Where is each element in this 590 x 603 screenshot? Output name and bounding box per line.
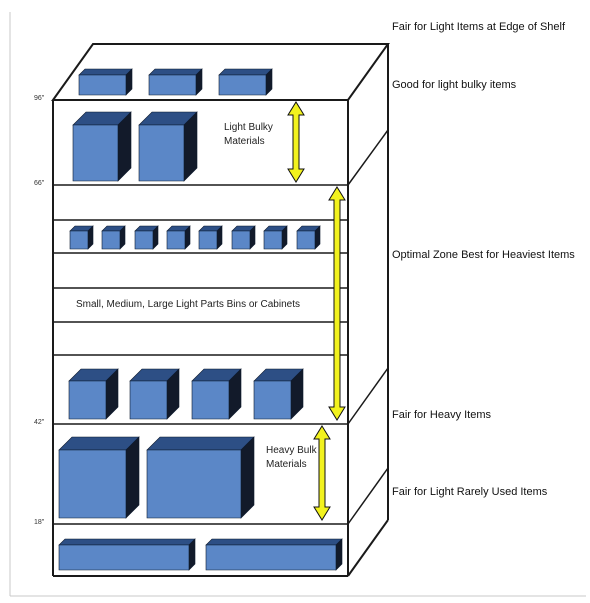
storage-box (296, 225, 321, 250)
box-front (166, 230, 186, 250)
heavy-bulk-line1: Heavy Bulk (266, 445, 317, 456)
box-top (146, 436, 255, 451)
zone-label-light-bulky: Good for light bulky items (392, 79, 517, 91)
storage-box (129, 368, 180, 420)
box-front (129, 380, 168, 420)
storage-box (58, 538, 196, 571)
shelf-board-18-side (347, 467, 389, 525)
shelf-bottom-side-edge (347, 519, 389, 577)
box-top (58, 538, 196, 546)
storage-box (253, 368, 304, 420)
storage-box (138, 111, 198, 182)
zone-label-edge-of-shelf: Fair for Light Items at Edge of Shelf (392, 21, 566, 33)
storage-box (166, 225, 191, 250)
shelf-board-66-side (347, 129, 389, 186)
storage-box (205, 538, 343, 571)
box-front (253, 380, 292, 420)
storage-box (198, 225, 223, 250)
box-top (58, 436, 140, 451)
double-arrow (328, 186, 346, 421)
box-front (148, 74, 197, 96)
light-bulky-materials-label: Light Bulky Materials (224, 121, 273, 149)
storage-box (69, 225, 94, 250)
box-top (148, 68, 203, 76)
box-front (198, 230, 218, 250)
zone-label-rarely-used: Fair for Light Rarely Used Items (392, 486, 548, 498)
zone-label-optimal: Optimal Zone Best for Heaviest Items (392, 249, 575, 261)
bins-cabinets-label: Small, Medium, Large Light Parts Bins or… (76, 299, 300, 310)
box-front (58, 544, 190, 571)
height-arrows (287, 101, 346, 521)
box-front (231, 230, 251, 250)
storage-box (263, 225, 288, 250)
box-front (101, 230, 121, 250)
box-front (218, 74, 267, 96)
arrow-shape (287, 101, 305, 183)
box-side (125, 436, 140, 519)
storage-box (68, 368, 119, 420)
shelf-boards (53, 129, 389, 525)
arrow-shape (313, 425, 331, 521)
box-front (205, 544, 337, 571)
storage-box (134, 225, 159, 250)
storage-box (78, 68, 133, 96)
box-top (205, 538, 343, 546)
storage-box (231, 225, 256, 250)
heavy-bulk-materials-label: Heavy Bulk Materials (266, 444, 317, 472)
light-bulky-line1: Light Bulky (224, 122, 273, 133)
storage-box (218, 68, 273, 96)
box-side (240, 436, 255, 519)
storage-box (146, 436, 255, 519)
box-front (78, 74, 127, 96)
box-front (72, 124, 119, 182)
box-front (191, 380, 230, 420)
box-top (218, 68, 273, 76)
storage-boxes (58, 68, 343, 571)
box-front (146, 449, 242, 519)
height-marker-42: 42" (34, 419, 45, 426)
arrow-shape (328, 186, 346, 421)
height-marker-96: 96" (34, 95, 45, 102)
zone-label-fair-heavy: Fair for Heavy Items (392, 409, 492, 421)
storage-box (148, 68, 203, 96)
storage-box (101, 225, 126, 250)
box-front (134, 230, 154, 250)
shelf-unit-frame (51, 43, 390, 577)
heavy-bulk-line2: Materials (266, 459, 307, 470)
shelf-board-42-side (347, 367, 389, 425)
box-front (58, 449, 127, 519)
box-front (138, 124, 185, 182)
box-front (69, 230, 89, 250)
storage-box (58, 436, 140, 519)
storage-box (191, 368, 242, 420)
box-front (296, 230, 316, 250)
double-arrow (313, 425, 331, 521)
storage-box (72, 111, 132, 182)
height-marker-18: 18" (34, 519, 45, 526)
light-bulky-line2: Materials (224, 136, 265, 147)
height-marker-66: 66" (34, 180, 45, 187)
box-top (78, 68, 133, 76)
box-front (68, 380, 107, 420)
box-front (263, 230, 283, 250)
double-arrow (287, 101, 305, 183)
